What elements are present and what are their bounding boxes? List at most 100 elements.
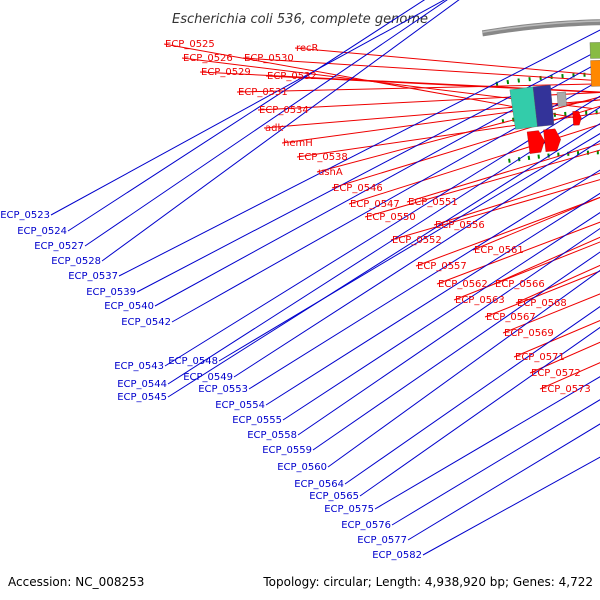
reverse-gene-label: ECP_0577 [357, 535, 407, 546]
gene-labels: ECP_0525ECP_0526ECP_0529ECP_0530recRECP_… [0, 39, 591, 561]
forward-gene-label: ECP_0573 [541, 384, 591, 395]
reverse-gene-label: ECP_0544 [117, 379, 167, 390]
tick-mark [517, 78, 520, 83]
backbone-line [481, 19, 600, 37]
reverse-gene-label: ECP_0549 [183, 372, 233, 383]
gene-box [532, 84, 555, 127]
leader-line [167, 123, 600, 398]
leader-line [484, 270, 600, 318]
leader-line [297, 227, 600, 436]
leader-line [422, 456, 600, 556]
forward-gene-label: ECP_0568 [517, 298, 567, 309]
gene-arrow-forward [526, 130, 545, 154]
forward-gene-label: ECP_0529 [201, 67, 251, 78]
leader-line [282, 212, 600, 421]
leader-line [390, 179, 600, 241]
reverse-gene-label: ECP_0524 [17, 226, 67, 237]
forward-gene-label: ECP_0572 [531, 368, 581, 379]
leader-line [407, 423, 600, 541]
forward-gene-label: ECP_0563 [455, 295, 505, 306]
reverse-gene-label: ECP_0555 [232, 415, 282, 426]
reverse-gene-label: ECP_0528 [51, 256, 101, 267]
leader-line [391, 399, 600, 526]
leader-line [50, 0, 446, 216]
leader-line [236, 83, 600, 93]
forward-gene-label: ECP_0562 [438, 279, 488, 290]
reverse-gene-label: ECP_0527 [34, 241, 84, 252]
reverse-gene-label: ECP_0560 [277, 462, 327, 473]
leader-line [436, 221, 600, 285]
forward-gene-label: ECP_0530 [244, 53, 294, 64]
forward-gene-label: ECP_0569 [504, 328, 554, 339]
reverse-gene-label: ECP_0576 [341, 520, 391, 531]
leader-line [327, 269, 600, 468]
leader-line [296, 112, 600, 158]
leader-line [359, 326, 600, 497]
reverse-gene-label: ECP_0564 [294, 479, 344, 490]
leader-line [281, 99, 600, 144]
leader-line [312, 251, 600, 451]
reverse-gene-label: ECP_0543 [114, 361, 164, 372]
backbone-highlight [482, 20, 600, 33]
reverse-gene-label: ECP_0575 [324, 504, 374, 515]
forward-gene-label: ECP_0557 [417, 261, 467, 272]
reverse-gene-label: ECP_0523 [0, 210, 50, 221]
leader-line [118, 29, 600, 277]
leader-line [472, 196, 600, 251]
reverse-gene-label: ECP_0559 [262, 445, 312, 456]
reverse-gene-label: ECP_0545 [117, 392, 167, 403]
reverse-gene-label: ECP_0558 [247, 430, 297, 441]
forward-gene-label: ECP_0550 [366, 212, 416, 223]
forward-gene-label: ECP_0532 [267, 71, 317, 82]
forward-gene-label: ECP_0552 [392, 235, 442, 246]
leader-line [67, 0, 426, 232]
reverse-gene-label: ECP_0548 [168, 356, 218, 367]
leader-line [154, 61, 600, 307]
gene-box [509, 86, 538, 130]
leader-line [167, 106, 600, 385]
leader-line [101, 0, 460, 262]
forward-gene-label: ECP_0567 [486, 312, 536, 323]
reverse-gene-label: ECP_0537 [68, 271, 118, 282]
gene-arrow-forward [543, 128, 561, 152]
reverse-gene-label: ECP_0542 [121, 317, 171, 328]
leader-line [515, 264, 600, 304]
leader-line [513, 320, 600, 358]
forward-gene-label: ECP_0556 [435, 220, 485, 231]
forward-gene-label: ECP_0538 [298, 152, 348, 163]
leader-line [344, 306, 600, 485]
leader-line [502, 293, 600, 334]
reverse-gene-label: ECP_0565 [309, 491, 359, 502]
tick-mark [527, 155, 531, 160]
tick-mark [508, 158, 511, 163]
forward-gene-label: ECP_0534 [259, 105, 309, 116]
leader-line [433, 172, 600, 226]
tick-mark [506, 79, 510, 85]
leader-line [453, 241, 600, 301]
forward-gene-label: ECP_0561 [474, 245, 524, 256]
forward-gene-label: ECP_0546 [333, 183, 383, 194]
leader-line [263, 99, 600, 129]
topology-summary: Topology: circular; Length: 4,938,920 bp… [262, 575, 593, 589]
forward-gene-label: ECP_0526 [183, 53, 233, 64]
leader-line [233, 140, 600, 378]
gene-box [590, 60, 600, 87]
leader-line [406, 143, 600, 203]
leader-line [136, 49, 600, 293]
leader-line [171, 79, 600, 323]
gene-arrow-forward [572, 110, 582, 126]
leader-line [242, 57, 600, 82]
reverse-gene-label: ECP_0553 [198, 384, 248, 395]
leader-line [265, 75, 600, 93]
forward-gene-label: hemH [283, 138, 313, 149]
forward-gene-label: ECP_0566 [495, 279, 545, 290]
forward-gene-label: ECP_0547 [350, 199, 400, 210]
reverse-gene-label: ECP_0582 [372, 550, 422, 561]
leader-line [257, 91, 600, 111]
reverse-gene-label: ECP_0540 [104, 301, 154, 312]
forward-gene-label: ECP_0571 [515, 352, 565, 363]
forward-gene-label: ECP_0531 [238, 87, 288, 98]
gene-features [509, 42, 600, 154]
